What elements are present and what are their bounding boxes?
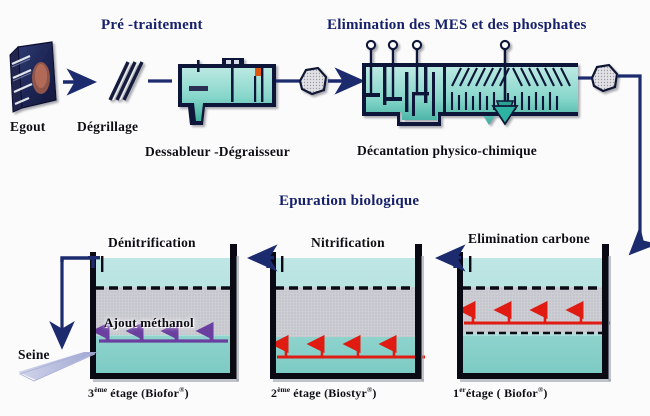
stage3-sup: ème: [94, 385, 108, 394]
pump-2-icon: [590, 63, 619, 93]
transfer-stage1-to-stage2: [434, 244, 472, 272]
mixer-3: [411, 39, 423, 92]
air-arrows-stage2: [270, 334, 397, 357]
stage1-product: Biofor: [504, 386, 538, 400]
grit-grease-chamber: [178, 58, 276, 125]
lamella-plates: [451, 67, 571, 87]
stage1-trademark: ®: [537, 386, 544, 394]
seine-outfall: [18, 352, 98, 382]
stage2-sup: ème: [277, 385, 291, 394]
physico-chemical-decanter: [362, 39, 578, 126]
label-screening: Dégrillage: [77, 119, 139, 134]
mixer-2: [384, 39, 402, 101]
stage3-number: 3: [88, 386, 95, 400]
stage3-trademark: ®: [179, 386, 185, 394]
sewer-icon: [9, 41, 57, 113]
label-decantation: Décantation physico-chimique: [357, 143, 537, 158]
effluent-outlet-to-seine: [49, 256, 104, 350]
label-stage2-caption: 2ème étage (Biostyr®): [271, 385, 377, 400]
tank-stage3: [90, 244, 239, 382]
label-methanol-dosing: Ajout méthanol: [104, 315, 194, 330]
heading-pretreatment: Pré -traitement: [101, 17, 203, 33]
stage1-sup: er: [459, 385, 466, 394]
stage2-trademark: ®: [367, 386, 373, 394]
label-process-stage3: Dénitrification: [108, 235, 196, 250]
label-stage1-caption: 1erétage ( Biofor®): [453, 385, 548, 400]
label-seine: Seine: [18, 347, 50, 362]
label-sewer: Egout: [10, 119, 46, 134]
heading-biological-treatment: Epuration biologique: [279, 193, 420, 209]
stage3-product: Biofor: [145, 386, 180, 400]
stage1-number: 1: [453, 386, 460, 400]
stage2-product: Biostyr: [328, 386, 368, 400]
stage2-number: 2: [271, 386, 278, 400]
screening-icon: [108, 61, 144, 101]
flow-pipe-to-stage1: [617, 74, 650, 256]
label-grit-grease-chamber: Dessableur -Dégraisseur: [145, 144, 290, 159]
stage2-word: étage: [293, 386, 321, 400]
label-process-stage2: Nitrification: [311, 235, 385, 250]
tank-stage2: [270, 244, 425, 382]
heading-mes-phosphates: Elimination des MES et des phosphates: [327, 17, 587, 33]
stage3-word: étage: [110, 386, 138, 400]
methanol-arrows-stage3: [91, 321, 214, 341]
label-process-stage1: Elimination carbone: [468, 231, 590, 246]
pump-1-icon: [298, 66, 328, 96]
transfer-stage2-to-stage3: [246, 244, 284, 272]
label-stage3-caption: 3ème étage (Biofor®): [88, 385, 189, 400]
air-arrows-stage1: [457, 300, 584, 323]
stage1-word: étage: [465, 386, 494, 400]
mixer-1: [362, 39, 380, 97]
clarifier-mixer: [491, 39, 519, 126]
tank-stage1: [457, 244, 611, 382]
